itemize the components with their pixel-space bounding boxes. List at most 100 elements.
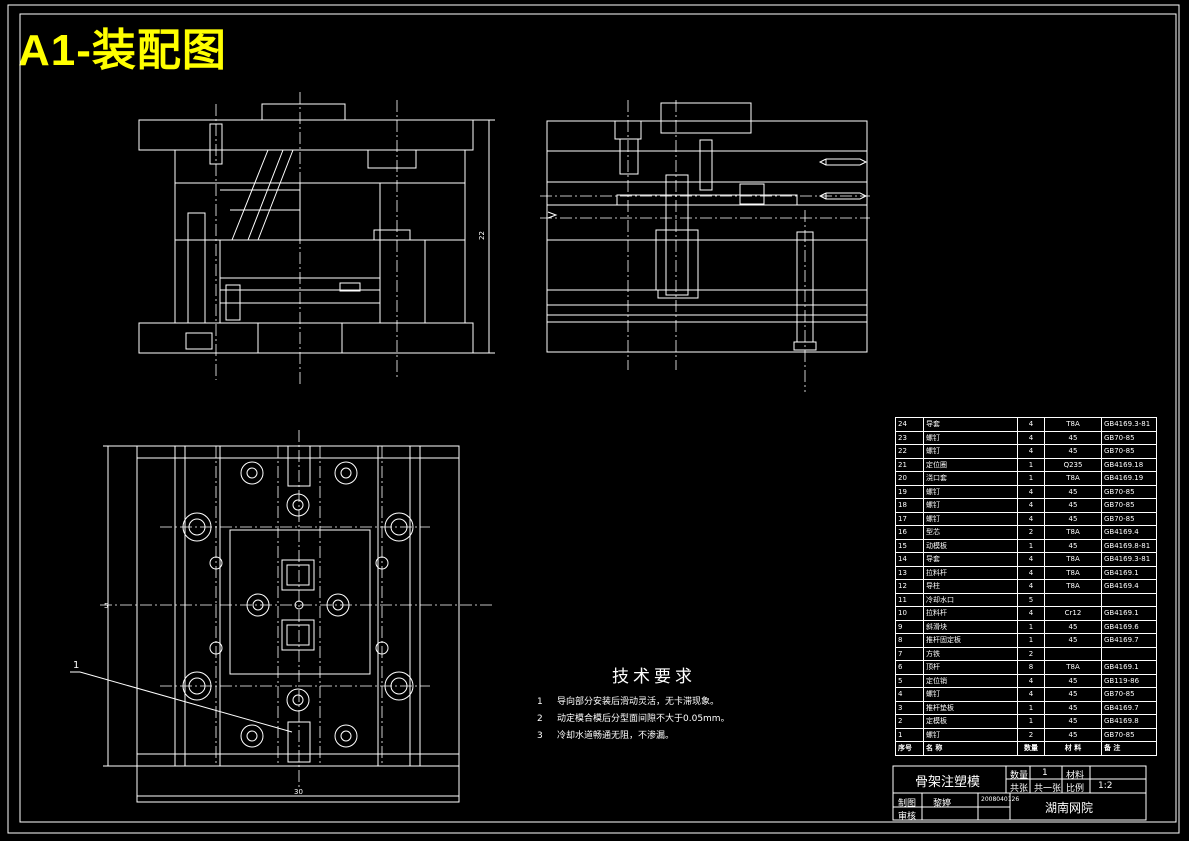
bom-cell-material: T8A bbox=[1044, 579, 1102, 594]
bom-cell-remark: GB4169.3-81 bbox=[1101, 552, 1157, 567]
bom-cell-remark: GB70-85 bbox=[1101, 444, 1157, 459]
bom-cell-remark: GB70-85 bbox=[1101, 727, 1157, 742]
bom-cell-material: 45 bbox=[1044, 538, 1102, 553]
bom-cell-material: 45 bbox=[1044, 444, 1102, 459]
scale-label: 比例 bbox=[1066, 784, 1085, 794]
bom-cell-material: 45 bbox=[1044, 633, 1102, 648]
bom-cell-qty: 1 bbox=[1017, 714, 1045, 729]
bom-cell-material: T8A bbox=[1044, 565, 1102, 580]
bom-cell-material: T8A bbox=[1044, 471, 1102, 486]
bom-cell-no: 23 bbox=[895, 430, 924, 445]
bom-cell-no: 序号 bbox=[895, 741, 924, 756]
bom-cell-remark: GB4169.3-81 bbox=[1101, 417, 1157, 432]
bom-cell-no: 6 bbox=[895, 660, 924, 675]
bom-cell-remark: GB4169.1 bbox=[1101, 606, 1157, 621]
bom-cell-qty: 1 bbox=[1017, 471, 1045, 486]
tech-requirement-number: 1 bbox=[537, 697, 543, 707]
part-name: 骨架注塑模 bbox=[915, 775, 981, 790]
bom-cell-qty: 4 bbox=[1017, 484, 1045, 499]
tech-requirement-number: 2 bbox=[537, 714, 543, 724]
tech-requirement-item: 3 冷却水道畅通无阻，不渗漏。 bbox=[537, 728, 674, 741]
bom-cell-remark: GB4169.4 bbox=[1101, 525, 1157, 540]
dim-height-front: 22 bbox=[478, 231, 486, 240]
bom-cell-name: 顶杆 bbox=[923, 660, 1018, 675]
bom-cell-no: 18 bbox=[895, 498, 924, 513]
bom-cell-material: 材 料 bbox=[1044, 741, 1102, 756]
bom-cell-no: 14 bbox=[895, 552, 924, 567]
tech-requirement-item: 2 动定模合模后分型面间隙不大于0.05mm。 bbox=[537, 711, 730, 724]
bom-cell-material: 45 bbox=[1044, 430, 1102, 445]
bom-cell-material: T8A bbox=[1044, 525, 1102, 540]
drawn-name: 黎婷 bbox=[933, 799, 952, 809]
qty-label: 数量 bbox=[1010, 771, 1029, 781]
bom-cell-name: 定位销 bbox=[923, 673, 1018, 688]
qty-value: 1 bbox=[1042, 768, 1048, 778]
bom-cell-name: 导柱 bbox=[923, 579, 1018, 594]
bom-cell-name: 推杆固定板 bbox=[923, 633, 1018, 648]
bom-cell-no: 19 bbox=[895, 484, 924, 499]
bom-cell-no: 21 bbox=[895, 457, 924, 472]
bom-cell-qty: 4 bbox=[1017, 579, 1045, 594]
bom-cell-remark: GB70-85 bbox=[1101, 430, 1157, 445]
bom-cell-remark: GB70-85 bbox=[1101, 484, 1157, 499]
tech-requirement-number: 3 bbox=[537, 731, 543, 741]
bom-cell-name: 名 称 bbox=[923, 741, 1018, 756]
bom-cell-qty: 1 bbox=[1017, 700, 1045, 715]
bom-cell-no: 13 bbox=[895, 565, 924, 580]
sheets-label: 共张 bbox=[1010, 784, 1029, 794]
bom-cell-name: 螺钉 bbox=[923, 430, 1018, 445]
bom-cell-qty: 4 bbox=[1017, 565, 1045, 580]
bom-cell-no: 16 bbox=[895, 525, 924, 540]
bom-cell-qty: 2 bbox=[1017, 646, 1045, 661]
bom-cell-remark: GB4169.4 bbox=[1101, 579, 1157, 594]
tech-requirement-text: 动定模合模后分型面间隙不大于0.05mm。 bbox=[557, 714, 730, 724]
bom-cell-no: 20 bbox=[895, 471, 924, 486]
bom-cell-remark: GB4169.7 bbox=[1101, 700, 1157, 715]
bom-cell-qty: 1 bbox=[1017, 457, 1045, 472]
dim-width-plan: 30 bbox=[294, 788, 303, 796]
bom-cell-material: T8A bbox=[1044, 552, 1102, 567]
bom-cell-name: 动模板 bbox=[923, 538, 1018, 553]
bom-cell-material: Cr12 bbox=[1044, 606, 1102, 621]
bom-cell-name: 定模板 bbox=[923, 714, 1018, 729]
bom-cell-material: Q235 bbox=[1044, 457, 1102, 472]
bom-cell-no: 17 bbox=[895, 511, 924, 526]
bom-cell-qty: 4 bbox=[1017, 552, 1045, 567]
sheet-count: 共一张 bbox=[1034, 784, 1062, 794]
bom-cell-material: 45 bbox=[1044, 714, 1102, 729]
bom-cell-material: T8A bbox=[1044, 417, 1102, 432]
leader-part-label: 1 bbox=[73, 660, 79, 671]
tech-requirement-text: 导向部分安装后滑动灵活，无卡滞现象。 bbox=[557, 697, 720, 707]
bom-cell-qty: 1 bbox=[1017, 538, 1045, 553]
bom-cell-name: 导套 bbox=[923, 417, 1018, 432]
bom-cell-name: 螺钉 bbox=[923, 484, 1018, 499]
material-label: 材料 bbox=[1066, 771, 1085, 781]
bom-cell-name: 定位圈 bbox=[923, 457, 1018, 472]
bom-cell-no: 24 bbox=[895, 417, 924, 432]
tech-requirement-text: 冷却水道畅通无阻，不渗漏。 bbox=[557, 731, 675, 741]
bom-cell-name: 螺钉 bbox=[923, 498, 1018, 513]
bom-cell-material: 45 bbox=[1044, 498, 1102, 513]
bom-cell-qty: 4 bbox=[1017, 430, 1045, 445]
checked-label: 审核 bbox=[898, 812, 917, 822]
bom-cell-remark: GB4169.1 bbox=[1101, 660, 1157, 675]
front-section-view bbox=[138, 103, 495, 354]
bom-cell-remark bbox=[1101, 646, 1157, 661]
side-view-centerlines bbox=[540, 100, 870, 392]
bom-cell-name: 螺钉 bbox=[923, 444, 1018, 459]
bom-cell-qty: 1 bbox=[1017, 619, 1045, 634]
